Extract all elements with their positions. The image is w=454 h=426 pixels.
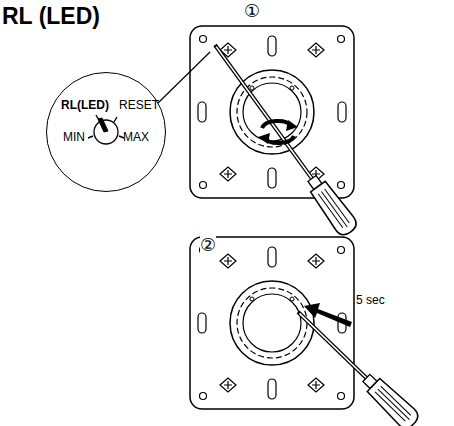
callout-circle: RL(LED) RESET MIN MAX: [46, 72, 166, 192]
title: RL (LED): [2, 4, 100, 29]
setting-label: MAX: [123, 131, 149, 144]
step-number: ②: [200, 236, 216, 256]
step-number: ①: [244, 2, 260, 22]
setting-label: RESET: [119, 99, 159, 112]
setting-label: MIN: [63, 131, 85, 144]
duration-label: 5 sec: [356, 294, 385, 307]
setting-label: RL(LED): [61, 99, 109, 112]
